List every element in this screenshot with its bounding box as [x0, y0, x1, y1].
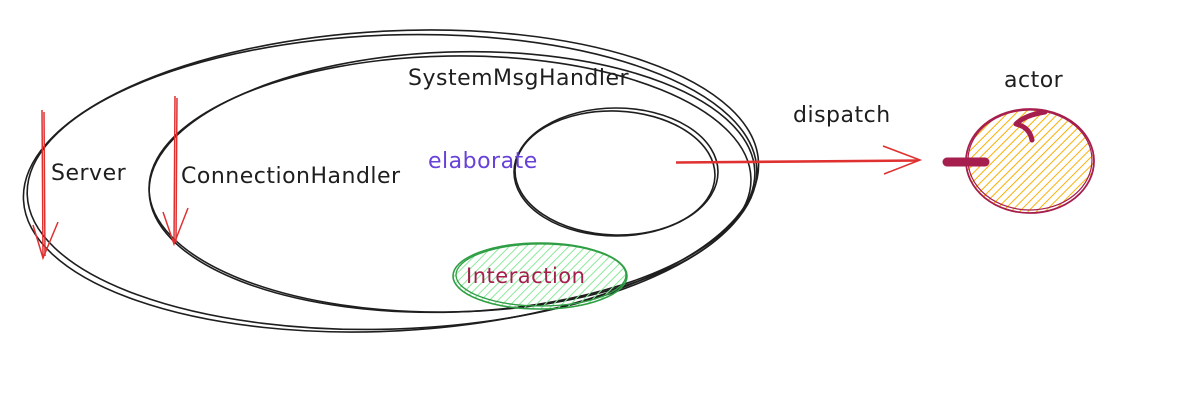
system-msg-handler-label: SystemMsgHandler [408, 66, 630, 91]
elaborate-label: elaborate [428, 149, 538, 174]
server-down-arrow [32, 109, 59, 261]
actor-hook [1013, 109, 1048, 143]
elaborate-ellipse [513, 107, 719, 237]
server-label: Server [51, 161, 127, 186]
interaction-ellipse [452, 242, 628, 310]
dispatch-arrow [675, 145, 923, 175]
dispatch-label: dispatch [793, 103, 891, 128]
actor-label: actor [1004, 68, 1064, 93]
connection-handler-label: ConnectionHandler [181, 164, 401, 189]
connection-handler-down-arrow [162, 95, 189, 247]
interaction-label: Interaction [466, 264, 585, 288]
connection-handler-ellipse [148, 50, 756, 314]
actor-node [942, 108, 1095, 214]
